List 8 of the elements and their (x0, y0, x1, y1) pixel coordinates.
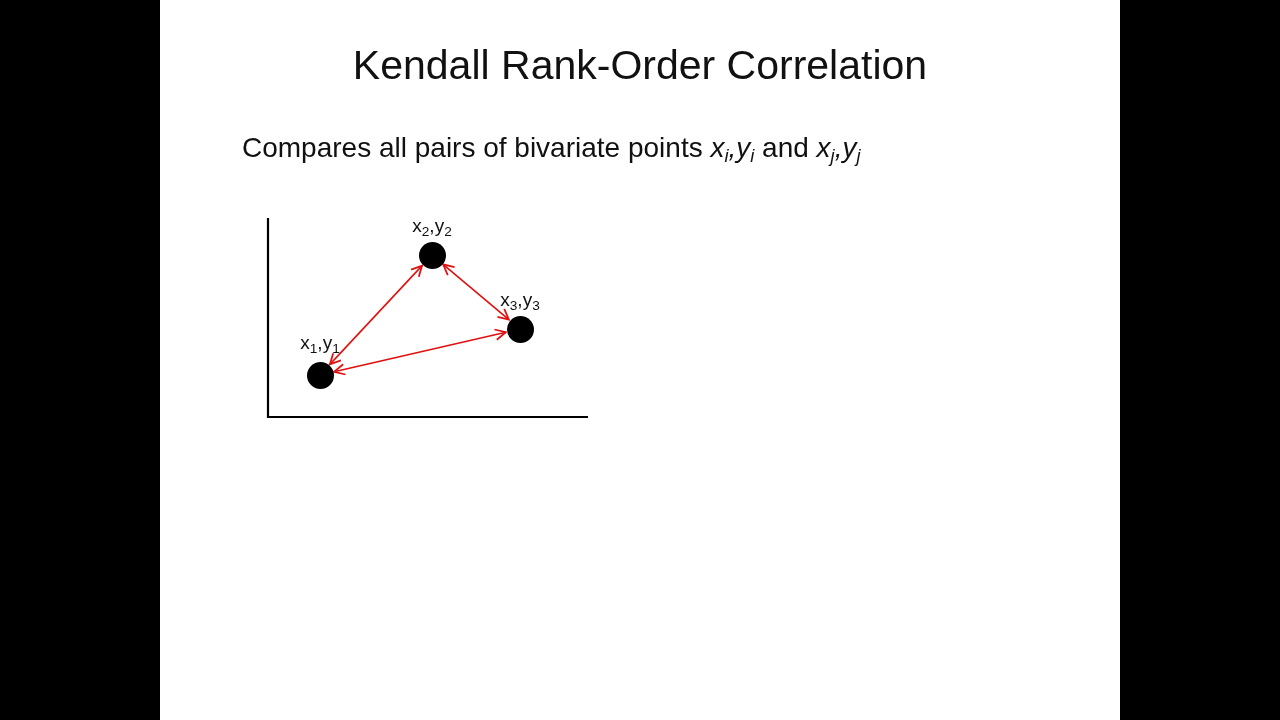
subtitle-text: Compares all pairs of bivariate points x$_{i}$,y$_{i}$ and x$_{j}$,y$_{j}$ (242, 131, 861, 165)
point-label: x$_{2}$,y$_{2}$ (412, 215, 452, 237)
double-arrow (333, 328, 507, 376)
point-label: x$_{1}$,y$_{1}$ (300, 332, 340, 354)
point-label: x$_{3}$,y$_{3}$ (500, 289, 540, 311)
double-arrow (442, 263, 510, 321)
slide-title: Kendall Rank-Order Correlation (351, 41, 929, 90)
double-arrow (329, 264, 423, 366)
